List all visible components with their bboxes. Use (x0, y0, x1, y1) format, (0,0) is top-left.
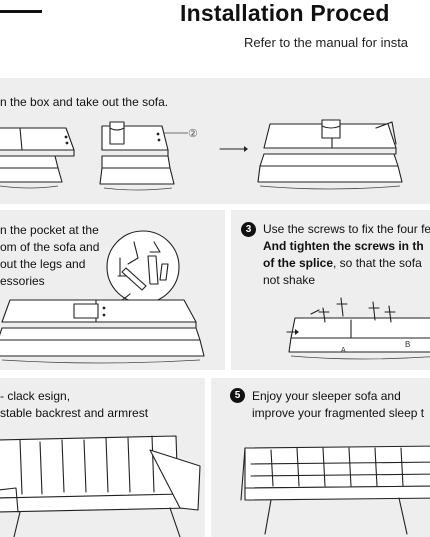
page-subtitle: Refer to the manual for insta (244, 35, 409, 50)
header-rule (0, 10, 42, 13)
step-2-text-line-2: om of the sofa and (0, 240, 100, 254)
step-1-text: n the box and take out the sofa. (0, 95, 169, 109)
step-4-text-line-1: - clack esign, (0, 389, 71, 403)
sofa-bed-illustration (240, 445, 430, 535)
page-title: Installation Proced (180, 0, 390, 26)
step-3-text-line-3: of the splice, so that the sofa (263, 255, 422, 272)
unfolded-sofa-illustration (257, 119, 403, 190)
folded-sofa-illustration-left (0, 127, 75, 189)
step-3-mark-b: B (405, 340, 411, 349)
step-5-panel: 5 Enjoy your sleeper sofa and improve yo… (211, 378, 430, 537)
step-3-panel: 3 Use the screws to fix the four fe And … (231, 210, 430, 370)
sofa-upright-illustration (0, 435, 201, 537)
sofa-with-legs-illustration (286, 297, 430, 360)
sofa-with-pocket-illustration (0, 293, 205, 364)
step-3-number-badge: 3 (241, 222, 256, 237)
step-5-text-line-1: Enjoy your sleeper sofa and (252, 389, 401, 403)
step-2-panel: n the pocket at the om of the sofa and o… (0, 210, 225, 370)
step-2-text-line-3: out the legs and (0, 257, 86, 271)
legs-and-accessories-circle (106, 230, 180, 304)
step-3-text-line-4: not shake (263, 273, 316, 287)
step-3-text-line-1: Use the screws to fix the four fe (263, 222, 430, 236)
step-1-panel: n the box and take out the sofa. ② (0, 78, 430, 204)
step-5-number-badge: 5 (230, 388, 245, 403)
step-3-text-line-3-bold: of the splice (263, 256, 334, 270)
step-5-text-line-2: improve your fragmented sleep t (252, 406, 425, 420)
step-3-text-line-3-rest: , so that the sofa (333, 256, 422, 270)
step-2-text-line-4: essories (0, 274, 45, 288)
folded-sofa-illustration-middle (99, 121, 175, 191)
step-3-text-line-2: And tighten the screws in th (263, 239, 424, 253)
callout-line (164, 132, 188, 134)
step-4-text-line-2: stable backrest and armrest (0, 406, 149, 420)
callout-label: ② (188, 128, 198, 140)
step-3-mark-a: A (341, 347, 346, 354)
step-4-panel: - clack esign, stable backrest and armre… (0, 378, 205, 537)
step-2-text-line-1: n the pocket at the (0, 223, 99, 237)
arrow-icon (219, 146, 248, 152)
